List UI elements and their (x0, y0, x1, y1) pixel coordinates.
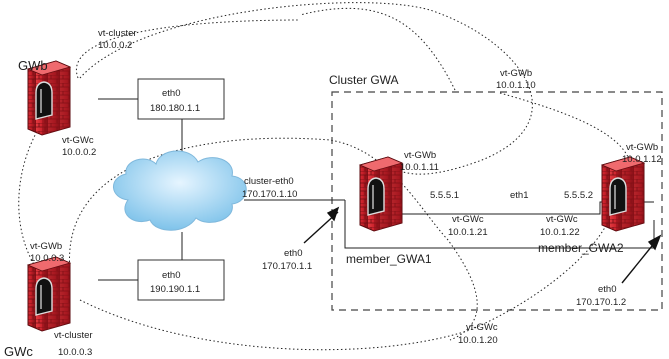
gwc-eth0-box (137, 259, 225, 301)
member1-eth0-ip: 170.170.1.1 (262, 261, 312, 272)
member2-sync-ip: 5.5.5.2 (564, 190, 593, 201)
cluster-eth0-name: cluster-eth0 (244, 176, 294, 187)
gwc-eth0-name: eth0 (162, 270, 181, 281)
member2-vt-gwc-ip: 10.0.1.22 (540, 227, 580, 238)
gwb-vt-cluster-name: vt-cluster (98, 28, 137, 39)
member-gwa2-firewall-icon (601, 156, 645, 232)
member2-vt-gwb-name: vt-GWb (626, 142, 658, 153)
gwb-vt-gwc-ip: 10.0.0.2 (62, 147, 96, 158)
gwb-eth0-box (137, 78, 225, 120)
cluster-boundary (331, 91, 663, 311)
eth0-arrows (303, 206, 662, 284)
member1-vt-gwb-name: vt-GWb (404, 150, 436, 161)
gwb-vt-cluster-ip: 10.0.0.2 (98, 40, 132, 51)
gwc-firewall-icon (27, 256, 71, 332)
cluster-bottom-vt-gwc-ip: 10.0.1.20 (458, 335, 498, 346)
member2-eth0-name: eth0 (598, 284, 617, 295)
member1-eth0-name: eth0 (284, 248, 303, 259)
gwb-eth0-ip: 180.180.1.1 (150, 103, 200, 114)
gwc-vt-cluster-name: vt-cluster (54, 330, 93, 341)
gwb-vt-gwc-name: vt-GWc (62, 135, 94, 146)
member2-name: member_GWA2 (538, 241, 624, 255)
member1-vt-gwb-ip: 10.0.1.11 (400, 162, 439, 173)
gwc-vt-gwb-ip: 10.0.0.3 (30, 253, 64, 264)
member2-vt-gwc-name: vt-GWc (546, 214, 578, 225)
member2-vt-gwb-ip: 10.0.1.12 (622, 154, 662, 165)
cluster-top-vt-gwb-name: vt-GWb (500, 68, 532, 79)
member1-vt-gwc-ip: 10.0.1.21 (448, 227, 488, 238)
member1-sync-ip: 5.5.5.1 (430, 190, 459, 201)
cluster-eth0-ip: 170.170.1.10 (242, 189, 297, 200)
cluster-title: Cluster GWA (329, 73, 399, 87)
eth1-label: eth1 (510, 190, 529, 201)
member1-vt-gwc-name: vt-GWc (452, 214, 484, 225)
member2-eth0-ip: 170.170.1.2 (576, 297, 626, 308)
gwb-eth0-name: eth0 (162, 88, 181, 99)
gwc-eth0-ip: 190.190.1.1 (150, 284, 200, 295)
member1-name: member_GWA1 (346, 252, 432, 266)
gwc-vt-cluster-ip: 10.0.0.3 (58, 347, 92, 358)
internet-cloud (113, 150, 247, 231)
cluster-top-vt-gwb-ip: 10.0.1.10 (496, 80, 536, 91)
member-gwa1-firewall-icon (359, 156, 403, 232)
cluster-bottom-vt-gwc-name: vt-GWc (466, 322, 498, 333)
gwb-name: GWb (18, 58, 48, 73)
gwc-name: GWc (4, 344, 33, 359)
vpn-tunnels (18, 2, 631, 351)
gwc-vt-gwb-name: vt-GWb (30, 241, 62, 252)
